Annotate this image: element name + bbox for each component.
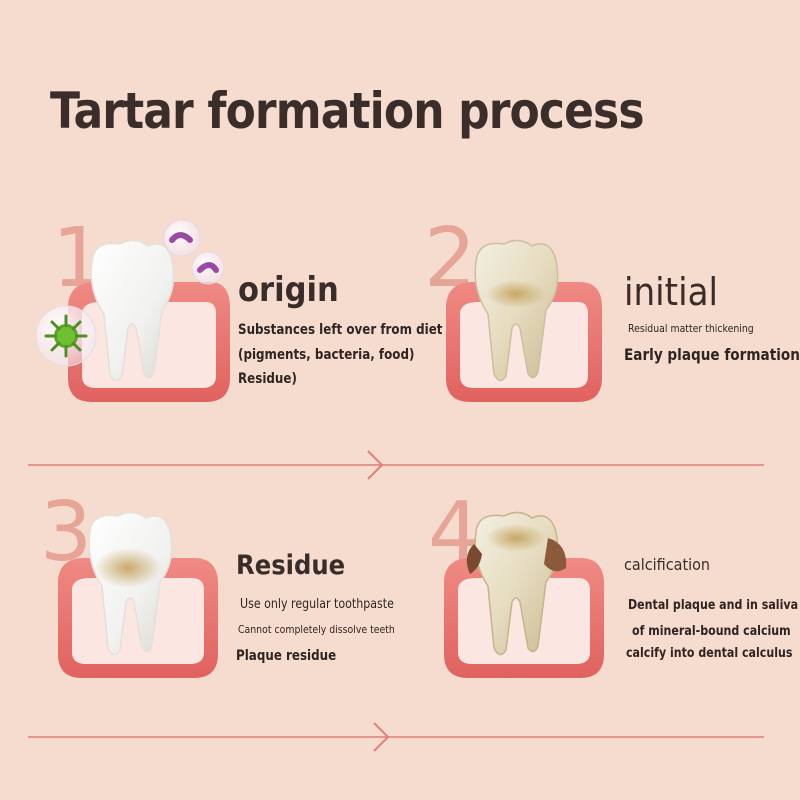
step-description-line: Residual matter thickening (628, 322, 754, 335)
tooth-icon (90, 239, 175, 382)
step-description-line: of mineral-bound calcium (632, 624, 791, 639)
step-heading: Residue (236, 550, 346, 581)
step-description-line: Residue) (238, 371, 297, 387)
tooth-illustration (58, 511, 218, 678)
tooth-icon (466, 511, 567, 656)
step-description-line: calcify into dental calculus (626, 646, 793, 661)
step-description-line: Early plaque formation (624, 345, 800, 364)
bubble-icon (163, 219, 225, 285)
step-heading: origin (238, 270, 339, 310)
tooth-icon (474, 239, 559, 382)
arrow-right-icon (28, 450, 764, 480)
step-description-line: (pigments, bacteria, food) (238, 347, 415, 363)
step-description-line: Dental plaque and in saliva (628, 598, 799, 613)
tooth-icon (88, 511, 173, 656)
arrow-right-icon (28, 722, 764, 752)
step-description-line: Use only regular toothpaste (240, 597, 394, 612)
bacteria-icon (35, 305, 97, 367)
step-description-line: Plaque residue (236, 648, 337, 664)
tooth-illustration (35, 219, 230, 402)
tooth-illustration (444, 511, 604, 678)
step-heading: initial (624, 270, 719, 314)
step-heading: calcification (624, 555, 711, 574)
step-description-line: Substances left over from diet (238, 322, 443, 338)
step-description-line: Cannot completely dissolve teeth (238, 623, 395, 636)
tooth-illustration (446, 239, 602, 402)
page-title: Tartar formation process (50, 82, 645, 140)
